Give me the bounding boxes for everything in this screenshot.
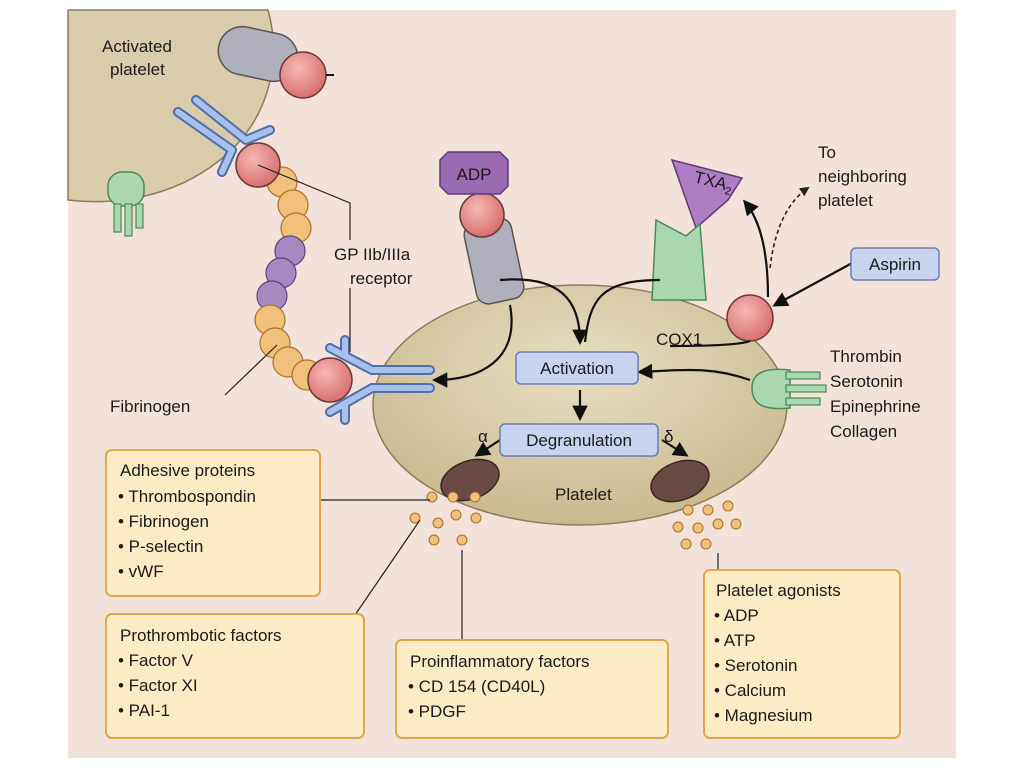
prothrombotic-item: • Factor XI [118,676,198,695]
txa2-receptor [651,218,707,301]
gp-receptor-label-2: receptor [350,269,413,288]
adhesive-item: • Thrombospondin [118,487,256,506]
released-delta-contents [672,500,742,550]
adhesive-proteins-box: Adhesive proteins • Thrombospondin • Fib… [105,449,321,597]
proinflammatory-item: • PDGF [408,702,466,721]
to-neighboring-label-3: platelet [818,191,873,210]
cox1-label: COX1 [656,330,702,349]
platelet-label: Platelet [555,485,612,504]
platelet-agonists-box: Platelet agonists • ADP • ATP • Serotoni… [703,569,901,739]
prothrombotic-item: • PAI-1 [118,701,170,720]
proinflammatory-title: Proinflammatory factors [410,652,590,671]
cox1-enzyme [726,294,774,342]
fibrinogen-end-bottom [307,357,353,403]
pathway-arrows [431,199,855,457]
adp-receptor [439,151,525,305]
agonist-epinephrine: Epinephrine [830,397,921,416]
to-neighboring-label-1: To [818,143,836,162]
activated-platelet-label-2: platelet [110,60,165,79]
activated-green-receptor [107,171,145,237]
gp-receptor-activated [173,95,275,177]
svg-text:Degranulation: Degranulation [526,431,632,450]
agonists-item: • ATP [714,631,756,650]
proinflammatory-item: • CD 154 (CD40L) [408,677,545,696]
proinflammatory-factors-box: Proinflammatory factors • CD 154 (CD40L)… [395,639,669,739]
prothrombotic-item: • Factor V [118,651,194,670]
adhesive-item: • P-selectin [118,537,203,556]
agonists-item: • Magnesium [714,706,813,725]
txa2-ligand [670,158,744,230]
agonists-title: Platelet agonists [716,581,841,600]
activation-pill: Activation [515,351,639,385]
agonist-serotonin: Serotonin [830,372,903,391]
aspirin-pill: Aspirin [850,247,940,281]
agonists-item: • Serotonin [714,656,797,675]
adhesive-item: • vWF [118,562,164,581]
adhesive-item: • Fibrinogen [118,512,209,531]
alpha-label: α [478,427,488,446]
gp-receptor-label-1: GP IIb/IIIa [334,245,411,264]
to-neighbor-dashed-arrow [769,186,810,269]
leader-lines [224,164,719,640]
agonists-item: • Calcium [714,681,786,700]
to-neighboring-label-2: neighboring [818,167,907,186]
delta-granule [650,459,710,503]
delta-label: δ [664,427,673,446]
agonist-receptor [751,368,827,410]
adp-label: ADP [457,165,492,184]
svg-text:Activation: Activation [540,359,614,378]
activated-receptor [217,25,334,99]
agonists-item: • ADP [714,606,759,625]
fibrinogen-label: Fibrinogen [110,397,190,416]
adhesive-title: Adhesive proteins [120,461,255,480]
svg-text:Aspirin: Aspirin [869,255,921,274]
activated-platelet-label-1: Activated [102,37,172,56]
prothrombotic-factors-box: Prothrombotic factors • Factor V • Facto… [105,613,365,739]
gp-receptor-platelet [325,335,435,425]
agonist-collagen: Collagen [830,422,897,441]
agonist-thrombin: Thrombin [830,347,902,366]
degranulation-pill: Degranulation [499,423,659,457]
prothrombotic-title: Prothrombotic factors [120,626,282,645]
